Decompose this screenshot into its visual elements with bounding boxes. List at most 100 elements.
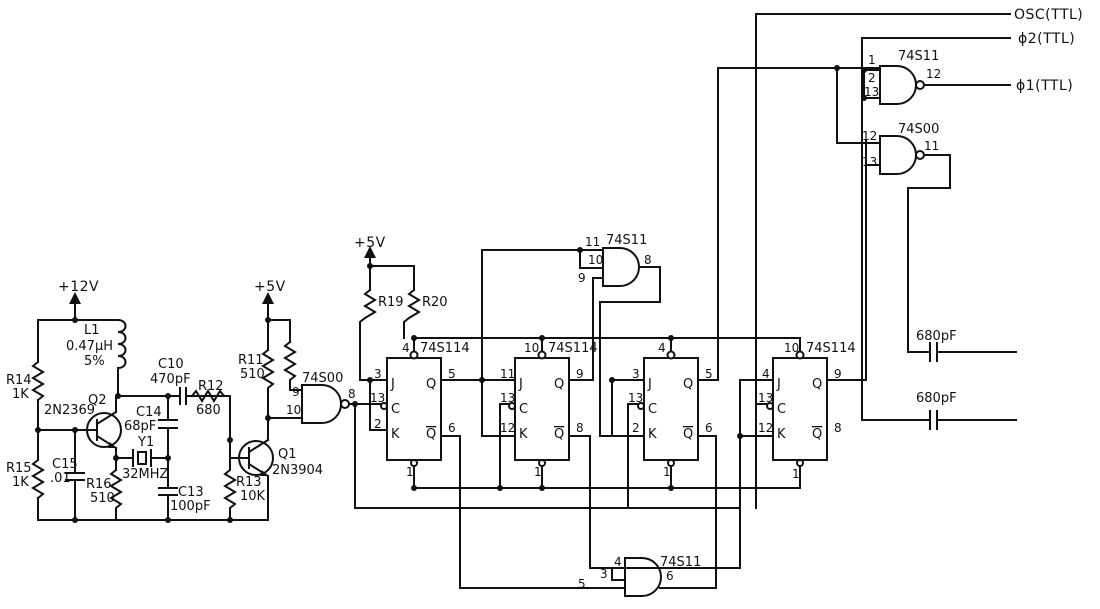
- transistor-q2: Q2 2N2369: [44, 393, 122, 450]
- ff2-pin-gnd: 1: [534, 465, 542, 479]
- inductor-l1: L1 0.47μH 5%: [66, 318, 127, 397]
- output-osc-label: OSC(TTL): [1014, 7, 1083, 23]
- flipflop-1: 4 74S114 J C K Q Q 3 13 2 5 6 1: [370, 337, 626, 589]
- nand-q1-type: 74S00: [302, 371, 343, 386]
- ff2-pin-q: 9: [576, 367, 584, 381]
- and-phi1-pin-out: 12: [926, 67, 941, 81]
- and-bot-type: 74S11: [660, 555, 701, 570]
- ff3-pin-vcc: 4: [658, 341, 666, 355]
- and-phi1-pin-a: 1: [868, 53, 876, 67]
- resistor-r14-value: 1K: [12, 387, 29, 402]
- ff4-type: 74S114: [806, 341, 856, 356]
- nand-q1-pin-a: 9: [292, 385, 300, 399]
- resistor-r19-ref: R19: [378, 295, 404, 310]
- ff2-pin-j: 11: [500, 367, 515, 381]
- ff1-label-c: C: [391, 402, 400, 417]
- resistor-r20: R20: [403, 288, 448, 339]
- resistor-r15: R15 1K: [6, 458, 45, 500]
- resistor-r15-ref: R15: [6, 461, 32, 476]
- ff4-label-k: K: [777, 427, 786, 442]
- ff2-pin-qn: 8: [576, 421, 584, 435]
- resistor-r12-value: 680: [196, 403, 221, 418]
- capacitor-c13-value: 100pF: [170, 499, 211, 514]
- capacitor-c10-value: 470pF: [150, 372, 191, 387]
- capacitor-c13: C13 100pF: [158, 457, 211, 523]
- ff4-pin-gnd: 1: [792, 467, 800, 481]
- transistor-q1-type: 2N3904: [272, 463, 323, 478]
- supply-plus5v-ff: +5V: [354, 235, 386, 269]
- inductor-l1-tolerance: 5%: [84, 354, 105, 369]
- ff4-label-q: Q: [812, 377, 822, 392]
- resistor-r14-ref: R14: [6, 373, 32, 388]
- output-phi1-label: ϕ1(TTL): [1016, 78, 1073, 94]
- capacitor-680pf-a: 680pF: [907, 329, 1017, 362]
- capacitor-c14-value: 68pF: [124, 419, 156, 434]
- buffer-q1-section: +5V R11 510 Q1 2N3904 R13 10K 74S00 9 10…: [223, 279, 741, 523]
- resistor-r19: R19: [359, 288, 404, 381]
- and-bot-pin-out: 6: [666, 569, 674, 583]
- ff1-pin-j: 3: [374, 367, 382, 381]
- ff2-label-qn: Q: [554, 427, 564, 442]
- resistor-r16: R16 510: [86, 457, 123, 521]
- resistor-r16-ref: R16: [86, 477, 112, 492]
- and-top-type: 74S11: [606, 233, 647, 248]
- ff2-pin-vcc: 10: [524, 341, 539, 355]
- nand-gate-74s00-q1: 74S00 9 10 8: [286, 371, 356, 424]
- flipflop-3: 4 J C K Q Q 3 13 2 5 6 1: [609, 67, 719, 589]
- cap-b-value: 680pF: [916, 391, 957, 406]
- and-top-pin-c: 9: [578, 271, 586, 285]
- output-rails: OSC(TTL) ϕ2(TTL) ϕ1(TTL): [755, 7, 1083, 421]
- nand-q1-pin-out: 8: [348, 387, 356, 401]
- nand-top-pin-b: 13: [862, 155, 877, 169]
- ff2-pin-k: 12: [500, 421, 515, 435]
- supply-plus12v-label: +12V: [58, 279, 99, 295]
- ff3-pin-gnd: 1: [663, 465, 671, 479]
- ff2-label-k: K: [519, 427, 528, 442]
- ff2-label-j: J: [518, 377, 523, 392]
- ff3-label-j: J: [647, 377, 652, 392]
- ff1-label-j: J: [390, 377, 395, 392]
- supply-plus5v-ff-label: +5V: [354, 235, 386, 251]
- and-phi1-pin-b: 2: [868, 71, 876, 85]
- capacitor-c13-ref: C13: [178, 485, 204, 500]
- supply-plus12v: +12V: [58, 279, 99, 323]
- capacitor-680pf-b: 680pF: [916, 391, 1017, 430]
- ff4-label-qn: Q: [812, 427, 822, 442]
- pullup-section: +5V R19 R20: [354, 235, 801, 431]
- ff2-label-q: Q: [554, 377, 564, 392]
- ff1-pin-vcc: 4: [402, 341, 410, 355]
- transistor-q2-type: 2N2369: [44, 403, 95, 418]
- capacitor-c10: C10 470pF: [150, 357, 231, 441]
- ff4-pin-vcc: 10: [784, 341, 799, 355]
- ff4-pin-j: 4: [762, 367, 770, 381]
- resistor-r12: R12 680: [190, 379, 226, 418]
- ff3-pin-q: 5: [705, 367, 713, 381]
- nand-top-pin-a: 12: [862, 129, 877, 143]
- ff1-pin-k: 2: [374, 417, 382, 431]
- ff4-pin-qn: 8: [834, 421, 842, 435]
- resistor-r12-ref: R12: [198, 379, 224, 394]
- crystal-y1-value: 32MHZ: [122, 467, 169, 482]
- output-phi2-label: ϕ2(TTL): [1018, 31, 1075, 47]
- ff3-pin-c: 13: [628, 391, 643, 405]
- resistor-r13: R13 10K: [223, 457, 266, 523]
- resistor-r11-ref: R11: [238, 353, 264, 368]
- resistor-r15-value: 1K: [12, 475, 29, 490]
- and-gate-74s11-lower: 74S11 4 3 5 6: [578, 555, 741, 597]
- and-gate-74s11-phi1: 74S11 1 2 13 12: [717, 49, 1011, 105]
- inductor-l1-value: 0.47μH: [66, 339, 113, 354]
- oscillator-q2-section: +12V R14 1K R15 1K C15 .01 L1 0.47μH 5% …: [6, 279, 269, 523]
- ff3-label-qn: Q: [683, 427, 693, 442]
- nand-top-type: 74S00: [898, 122, 939, 137]
- ff1-label-k: K: [391, 427, 400, 442]
- ff3-label-k: K: [648, 427, 657, 442]
- ff1-pin-qn: 6: [448, 421, 456, 435]
- ff3-pin-qn: 6: [705, 421, 713, 435]
- transistor-q1: Q1 2N3904: [229, 438, 323, 478]
- ff3-pin-k: 2: [632, 421, 640, 435]
- capacitor-c15-ref: C15: [52, 457, 78, 472]
- transistor-q2-ref: Q2: [88, 393, 107, 408]
- ff1-label-qn: Q: [426, 427, 436, 442]
- and-top-pin-b: 10: [588, 253, 603, 267]
